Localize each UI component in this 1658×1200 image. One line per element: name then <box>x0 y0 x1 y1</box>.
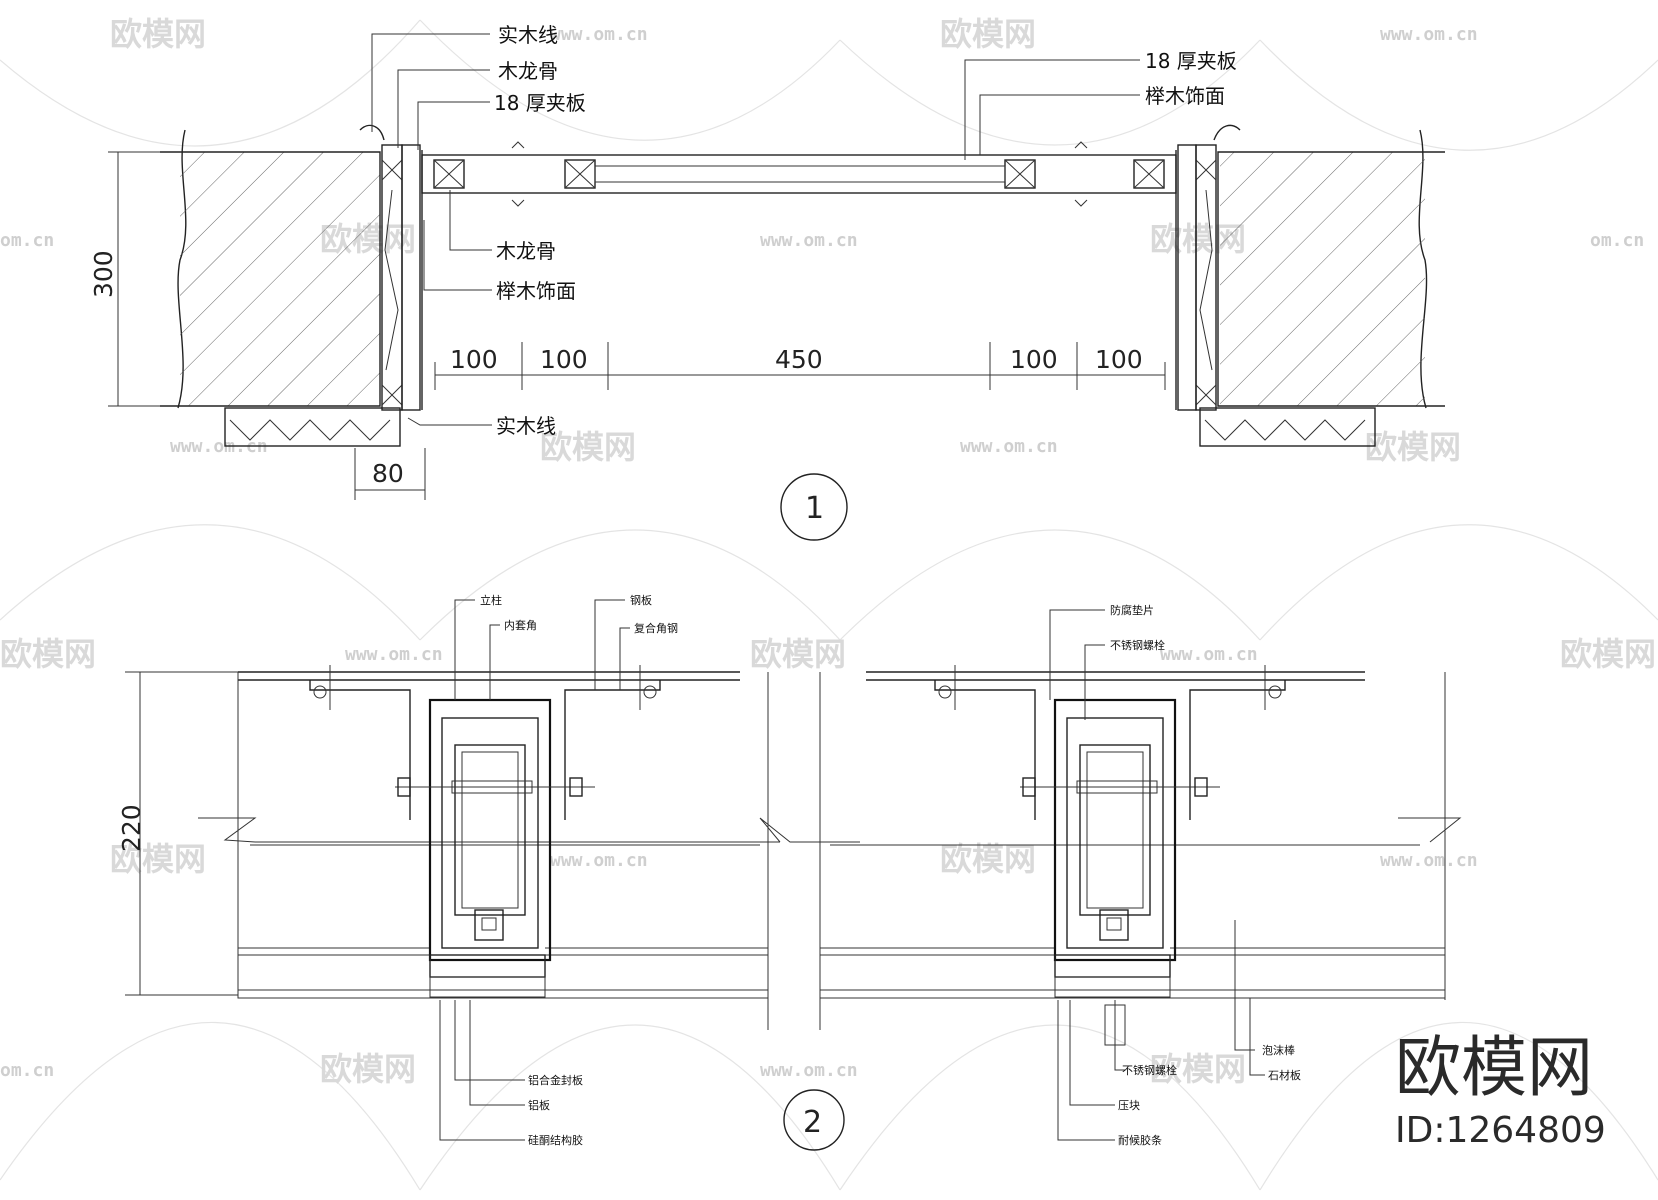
label-jumu-mid: 榉木饰面 <box>496 279 576 303</box>
left-wall-hatch <box>180 152 380 406</box>
label-mulonggu-top: 木龙骨 <box>498 59 558 83</box>
watermark-url: om.cn <box>1590 230 1644 251</box>
detail-number-circle-2 <box>783 1089 845 1151</box>
watermark-url: www.om.cn <box>760 230 858 251</box>
watermark-brand: 欧模网 <box>110 15 206 53</box>
dim-seg-4: 100 <box>1010 345 1058 374</box>
watermark-brand: 欧模网 <box>750 635 846 673</box>
label-2-buxiugangluoshuan-bottom: 不锈钢螺栓 <box>1122 1063 1177 1077</box>
label-2-yakuai: 压块 <box>1118 1099 1140 1112</box>
detail-2-section: 220 <box>117 593 1462 1151</box>
label-mulonggu-mid: 木龙骨 <box>496 239 556 263</box>
dim-seg-2: 100 <box>540 345 588 374</box>
dim-height: 300 <box>89 250 118 298</box>
label-2-paomobang: 泡沫棒 <box>1262 1043 1295 1057</box>
watermark-brand: 欧模网 <box>0 635 96 673</box>
right-trim-bottom <box>1199 407 1376 447</box>
label-shimuxian-bottom: 实木线 <box>496 414 556 438</box>
dim-220: 220 <box>117 804 146 852</box>
detail-number-2: 2 <box>803 1105 822 1140</box>
top-lintel <box>421 154 1177 194</box>
brand-id: ID:1264809 <box>1395 1110 1606 1151</box>
label-2-fangfudianpian: 防腐垫片 <box>1110 603 1154 617</box>
dim-seg-5: 100 <box>1095 345 1143 374</box>
watermark-brand: 欧模网 <box>1560 635 1656 673</box>
watermark-brand: 欧模网 <box>320 1050 416 1088</box>
watermark-url: www.om.cn <box>1380 850 1478 871</box>
watermark-url: www.om.cn <box>550 24 648 45</box>
label-jumu-right: 榉木饰面 <box>1145 84 1225 108</box>
watermark-url: om.cn <box>0 230 54 251</box>
brand-mark: 欧模网 ID:1264809 <box>1395 1029 1606 1151</box>
watermark-url: www.om.cn <box>170 436 268 457</box>
dim-seg-1: 100 <box>450 345 498 374</box>
label-2-fuhejiaogang: 复合角钢 <box>634 621 678 635</box>
label-2-lvhejinfengban: 铝合金封板 <box>528 1073 583 1087</box>
watermark-brand: 欧模网 <box>1150 1050 1246 1088</box>
watermark-url: www.om.cn <box>1380 24 1478 45</box>
label-2-lvban: 铝板 <box>528 1098 550 1112</box>
watermark-brand: 欧模网 <box>110 840 206 878</box>
watermark-brand: 欧模网 <box>540 428 636 466</box>
brand-name: 欧模网 <box>1395 1029 1593 1106</box>
left-trim-bottom <box>224 407 401 447</box>
right-plywood <box>1177 144 1197 411</box>
detail-number: 1 <box>805 491 824 526</box>
dim-bottom: 80 <box>372 459 404 488</box>
watermark-brand: 欧模网 <box>940 15 1036 53</box>
left-moulding-top <box>359 124 385 141</box>
detail-number-circle <box>780 473 848 541</box>
top-panel <box>594 165 1006 183</box>
watermark-url: www.om.cn <box>550 850 648 871</box>
left-wood-keel <box>381 144 403 411</box>
label-jiaban-right: 18 厚夹板 <box>1145 49 1237 73</box>
watermark-url: www.om.cn <box>760 1060 858 1081</box>
left-plywood <box>401 144 421 411</box>
mullion-left <box>309 665 661 998</box>
label-2-guitongjiegoujiao: 硅酮结构胶 <box>528 1133 583 1147</box>
watermark-brand: 欧模网 <box>940 840 1036 878</box>
watermark-url: www.om.cn <box>960 436 1058 457</box>
watermark-url: om.cn <box>0 1060 54 1081</box>
label-2-shicaiban: 石材板 <box>1268 1068 1301 1082</box>
watermark-brand: 欧模网 <box>1365 428 1461 466</box>
label-2-lizhu: 立柱 <box>480 593 502 607</box>
watermark-url: www.om.cn <box>1160 644 1258 665</box>
label-2-buxiugangluoshuan-top: 不锈钢螺栓 <box>1110 638 1165 652</box>
label-2-naihoujiaotiao: 耐候胶条 <box>1118 1133 1162 1147</box>
dim-seg-3: 450 <box>775 345 823 374</box>
detail-1-section: 300 100 100 450 100 100 80 实木线 木龙骨 18 厚夹… <box>89 23 1445 541</box>
label-2-neitaojiao: 内套角 <box>504 618 537 632</box>
watermark-url: www.om.cn <box>345 644 443 665</box>
mullion-right <box>934 665 1286 998</box>
label-shimuxian-top: 实木线 <box>498 23 558 47</box>
stone-panel-left <box>237 989 769 999</box>
right-wall-hatch <box>1220 152 1425 406</box>
label-jiaban-left: 18 厚夹板 <box>494 91 586 115</box>
label-2-gangban: 钢板 <box>630 593 652 607</box>
stone-panel-right <box>819 989 1446 999</box>
